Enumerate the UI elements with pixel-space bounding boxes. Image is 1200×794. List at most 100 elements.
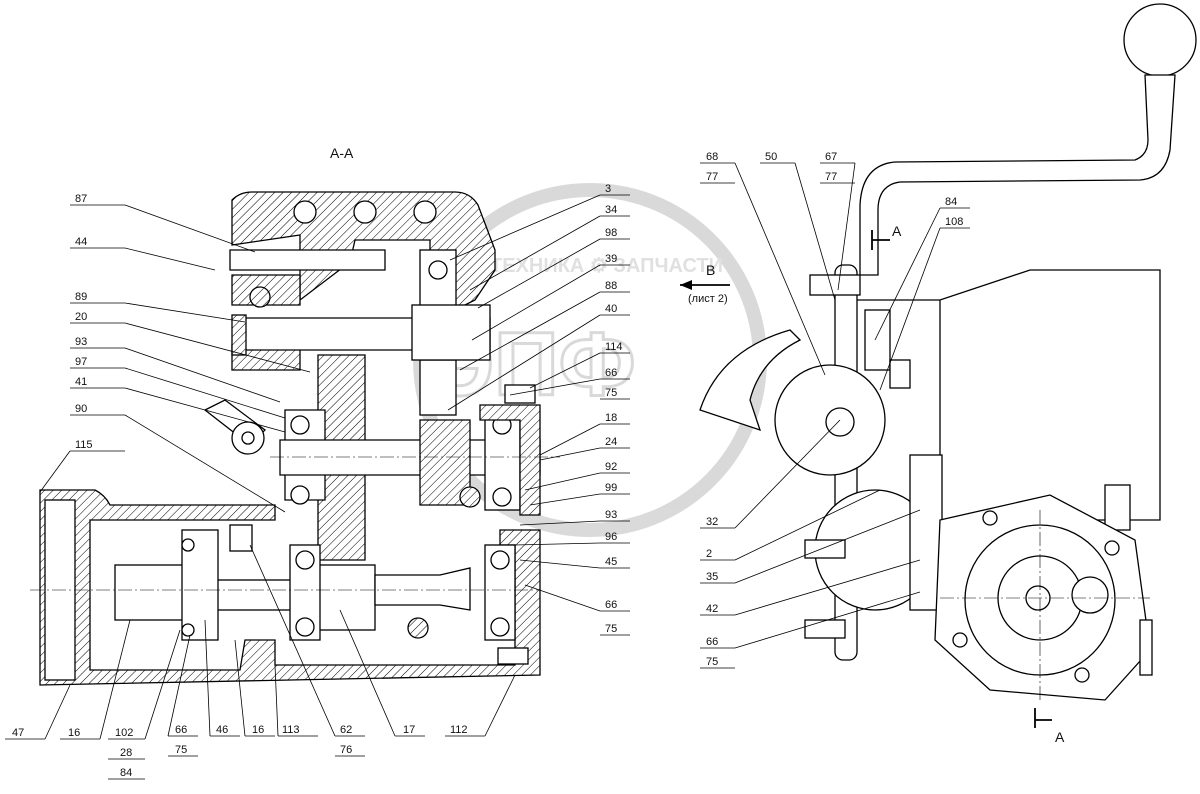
callout-88: 88 — [605, 280, 617, 292]
bolt-head-3 — [413, 200, 437, 224]
ball-lower — [407, 617, 429, 639]
bearing-ball-41a — [290, 415, 310, 435]
leader-line — [124, 347, 281, 403]
bolt-114 — [504, 384, 536, 404]
bearing-ball-45b — [490, 617, 510, 637]
leader-line — [124, 322, 311, 373]
callout-84: 84 — [120, 767, 132, 779]
bracket-right — [1104, 484, 1131, 531]
leader-line — [524, 584, 601, 612]
leader-line — [734, 162, 826, 376]
handle-knob — [1123, 3, 1197, 77]
callout-87: 87 — [75, 193, 87, 205]
callout-68: 68 — [706, 151, 718, 163]
leader-line — [524, 472, 601, 491]
bolt-ring-2 — [1104, 540, 1120, 556]
callout-75: 75 — [605, 387, 617, 399]
view-reference: (лист 2) — [688, 293, 728, 305]
callout-17: 17 — [403, 724, 415, 736]
end-cap-89 — [231, 314, 247, 356]
callout-66: 66 — [175, 724, 187, 736]
leader-line — [514, 542, 601, 546]
callout-16: 16 — [68, 727, 80, 739]
shaft-44 — [229, 249, 386, 271]
callout-97: 97 — [75, 356, 87, 368]
bearing-ball-62a — [295, 550, 315, 570]
callout-46: 46 — [216, 724, 228, 736]
callout-3: 3 — [605, 183, 611, 195]
leader-line — [449, 194, 601, 261]
section-mark-a-bottom: A — [1055, 729, 1065, 745]
ball-92 — [459, 486, 481, 508]
arm-left — [699, 329, 802, 432]
bolt-ring-4 — [952, 632, 968, 648]
leader-line — [234, 639, 246, 737]
center-hub — [825, 407, 855, 437]
lower-housing — [39, 489, 541, 686]
bearing-ball-41b — [290, 485, 310, 505]
leader-line — [124, 414, 286, 513]
leader-line — [99, 619, 131, 740]
callout-2: 2 — [706, 548, 712, 560]
cam-disc — [1071, 576, 1109, 614]
callout-20: 20 — [75, 311, 87, 323]
leader-line — [734, 591, 921, 649]
callout-77: 77 — [825, 171, 837, 183]
callout-39: 39 — [605, 253, 617, 265]
gear-17 — [314, 564, 376, 631]
leader-line — [204, 619, 211, 737]
callout-89: 89 — [75, 291, 87, 303]
callout-34: 34 — [605, 204, 617, 216]
callout-114: 114 — [605, 341, 623, 353]
lever-hole — [241, 431, 255, 445]
callout-113: 113 — [282, 724, 300, 736]
callout-62: 62 — [340, 724, 352, 736]
body-outline — [857, 269, 1161, 521]
callout-75: 75 — [175, 744, 187, 756]
cover-18 — [479, 404, 541, 516]
side-view: B (лист 2) A — [680, 3, 1197, 745]
callout-75: 75 — [706, 656, 718, 668]
ball-1 — [249, 286, 271, 308]
bolt-ring-1 — [982, 510, 998, 526]
bracket-84 — [864, 309, 891, 371]
leader-line — [734, 419, 841, 529]
leader-line — [124, 302, 246, 323]
leader-line — [539, 423, 601, 456]
bearing-ball-u1 — [428, 260, 448, 280]
leader-line — [124, 387, 286, 433]
leader-line — [249, 544, 336, 737]
bolt-35 — [804, 539, 846, 559]
pin-2 — [181, 623, 195, 637]
leader-line — [44, 684, 71, 740]
bolt-66-lower — [497, 647, 529, 665]
leader-line — [529, 493, 601, 506]
gear-98 — [411, 304, 491, 361]
leader-line — [124, 367, 286, 419]
callout-16: 16 — [252, 724, 264, 736]
leader-annotations: 8744892093974190115334983988401146675182… — [5, 151, 970, 780]
view-label-b: B — [706, 262, 715, 278]
callout-32: 32 — [706, 516, 718, 528]
callout-76: 76 — [340, 744, 352, 756]
callout-66: 66 — [605, 599, 617, 611]
leader-line — [529, 352, 601, 389]
handle-lever — [859, 74, 1176, 276]
callout-99: 99 — [605, 482, 617, 494]
leader-line — [124, 204, 256, 253]
bearing-ball-45a — [490, 550, 510, 570]
leader-line — [471, 264, 601, 341]
leader-line — [477, 238, 601, 309]
bearing-ball-62b — [295, 617, 315, 637]
callout-92: 92 — [605, 461, 617, 473]
leader-line — [447, 314, 601, 411]
callout-108: 108 — [945, 216, 963, 228]
callout-28: 28 — [120, 747, 132, 759]
callout-102: 102 — [115, 727, 133, 739]
leader-line — [794, 162, 836, 301]
callout-66: 66 — [605, 367, 617, 379]
callout-93: 93 — [605, 509, 617, 521]
nut-108 — [889, 359, 911, 389]
leader-line — [539, 447, 601, 461]
